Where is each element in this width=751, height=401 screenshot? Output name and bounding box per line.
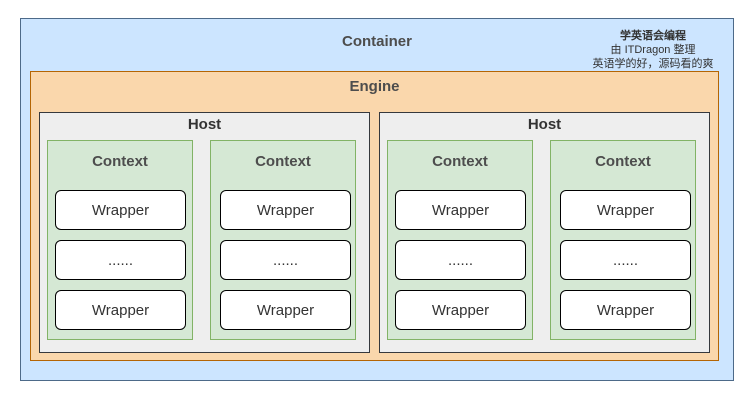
context-label: Context	[92, 153, 148, 170]
context-label: Context	[432, 153, 488, 170]
watermark-line-2: 由 ITDragon 整理	[610, 44, 696, 56]
wrapper-box: Wrapper	[55, 190, 186, 230]
wrapper-box: Wrapper	[220, 290, 351, 330]
host-label: Host	[187, 116, 222, 133]
watermark-line-1: 学英语会编程	[620, 30, 686, 42]
wrapper-ellipsis-box: ......	[55, 240, 186, 280]
container-label: Container	[341, 33, 412, 50]
wrapper-box: Wrapper	[560, 190, 691, 230]
context-label: Context	[255, 153, 311, 170]
wrapper-ellipsis-box: ......	[560, 240, 691, 280]
wrapper-box: Wrapper	[220, 190, 351, 230]
watermark-line-3: 英语学的好，源码看的爽	[592, 58, 714, 70]
wrapper-box: Wrapper	[395, 290, 526, 330]
watermark: 学英语会编程 由 ITDragon 整理 英语学的好，源码看的爽	[578, 29, 728, 71]
context-label: Context	[595, 153, 651, 170]
wrapper-box: Wrapper	[560, 290, 691, 330]
host-label: Host	[527, 116, 562, 133]
wrapper-box: Wrapper	[395, 190, 526, 230]
wrapper-box: Wrapper	[55, 290, 186, 330]
wrapper-ellipsis-box: ......	[220, 240, 351, 280]
engine-label: Engine	[349, 78, 400, 95]
wrapper-ellipsis-box: ......	[395, 240, 526, 280]
